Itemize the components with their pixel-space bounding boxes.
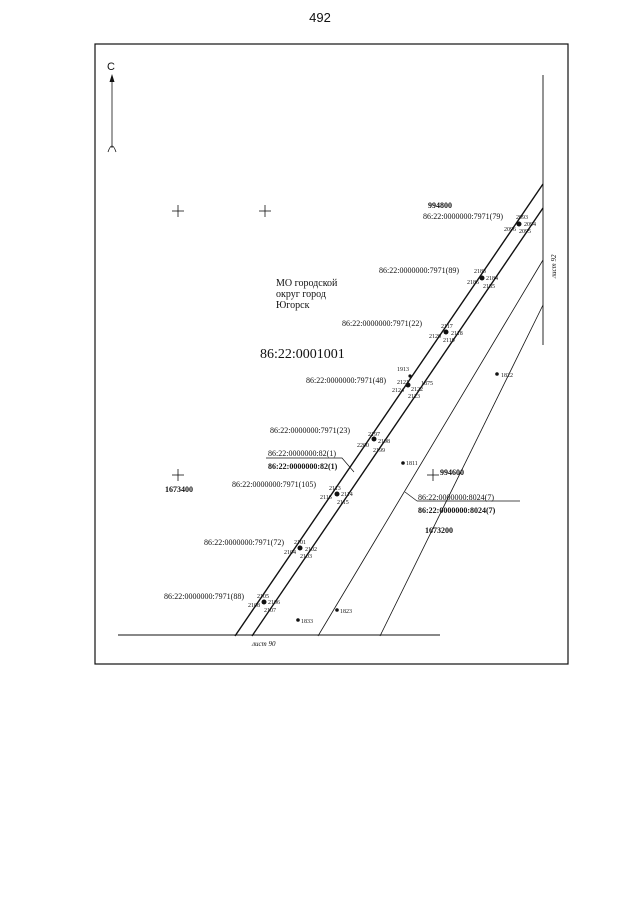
- point-label: 2102: [305, 547, 317, 553]
- area-label: округ город: [276, 289, 326, 300]
- point-label: 2200: [357, 443, 369, 449]
- point-label: 2107: [264, 608, 276, 614]
- point-label: 1833: [301, 619, 313, 625]
- point-label: 2113: [329, 486, 341, 492]
- parcel-label: 86:22:0000000:7971(89): [379, 266, 459, 275]
- point-label: 1811: [406, 461, 418, 467]
- area-label: Югорск: [276, 300, 310, 311]
- point-label: 2105: [257, 594, 269, 600]
- coordinate-label: 994800: [428, 201, 452, 210]
- point-label: 2118: [451, 331, 463, 337]
- grid-cross-icon: [172, 205, 439, 481]
- point-label: 2094: [524, 222, 536, 228]
- point-label: 1823: [340, 609, 352, 615]
- point-label: 1875: [421, 381, 433, 387]
- point-label: 2186: [467, 280, 479, 286]
- coordinate-label: 1673400: [165, 485, 193, 494]
- point-label: 2197: [368, 432, 380, 438]
- north-label: С: [107, 61, 115, 73]
- parcel-label: 86:22:0000000:7971(88): [164, 592, 244, 601]
- parcel-label: 86:22:0000000:82(1): [268, 462, 338, 471]
- coordinate-label: 994600: [440, 468, 464, 477]
- parcel-label: 86:22:0000000:8024(7): [418, 506, 496, 515]
- leader-lines: [266, 457, 520, 502]
- point-label: 1913: [397, 367, 409, 373]
- parcel-label: 86:22:0000000:7971(72): [204, 538, 284, 547]
- point-label: 2183: [474, 269, 486, 275]
- point-label: 2122: [411, 387, 423, 393]
- point-label: 2114: [341, 492, 353, 498]
- corridor-lines: [234, 183, 544, 637]
- point-label: 2124: [392, 388, 404, 394]
- parcel-label: 86:22:0000000:7971(105): [232, 480, 316, 489]
- sheet-label: лист 90: [251, 640, 276, 648]
- point-label: 2119: [443, 338, 455, 344]
- point-label: 1822: [501, 373, 513, 379]
- coordinate-label: 1673200: [425, 526, 453, 535]
- point-label: 2121: [397, 380, 409, 386]
- point-label: 2095: [519, 229, 531, 235]
- point-label: 2115: [337, 500, 349, 506]
- point-label: 2116: [320, 495, 332, 501]
- point-labels: 2093 2094 2096 2095 2183 2184 2186 2185 …: [248, 215, 536, 625]
- parcel-label: 86:22:0000000:7971(48): [306, 376, 386, 385]
- point-label: 2106: [268, 600, 280, 606]
- point-label: 2185: [483, 284, 495, 290]
- area-label: МО городской: [276, 278, 338, 289]
- point-label: 2199: [373, 448, 385, 454]
- point-label: 2123: [408, 394, 420, 400]
- point-label: 2108: [248, 603, 260, 609]
- parcel-label: 86:22:0000000:8024(7): [418, 493, 494, 502]
- parcel-label: 86:22:0000000:7971(22): [342, 319, 422, 328]
- page-number: 492: [309, 10, 331, 25]
- point-label: 2120: [429, 334, 441, 340]
- point-label: 2093: [516, 215, 528, 221]
- point-label: 2117: [441, 324, 453, 330]
- parcel-label: 86:22:0000000:7971(23): [270, 426, 350, 435]
- quarter-label: 86:22:0001001: [260, 347, 345, 362]
- point-label: 2096: [504, 227, 516, 233]
- point-label: 2198: [378, 439, 390, 445]
- north-arrow-icon: [107, 74, 117, 153]
- survey-points: [261, 221, 522, 622]
- point-label: 2104: [284, 550, 296, 556]
- point-label: 2184: [486, 276, 498, 282]
- sheet-label: лист 92: [550, 254, 558, 279]
- map-frame: [94, 43, 569, 665]
- parcel-label: 86:22:0000000:82(1): [268, 449, 336, 458]
- parcel-label: 86:22:0000000:7971(79): [423, 212, 503, 221]
- point-label: 2103: [300, 554, 312, 560]
- point-label: 2101: [294, 540, 306, 546]
